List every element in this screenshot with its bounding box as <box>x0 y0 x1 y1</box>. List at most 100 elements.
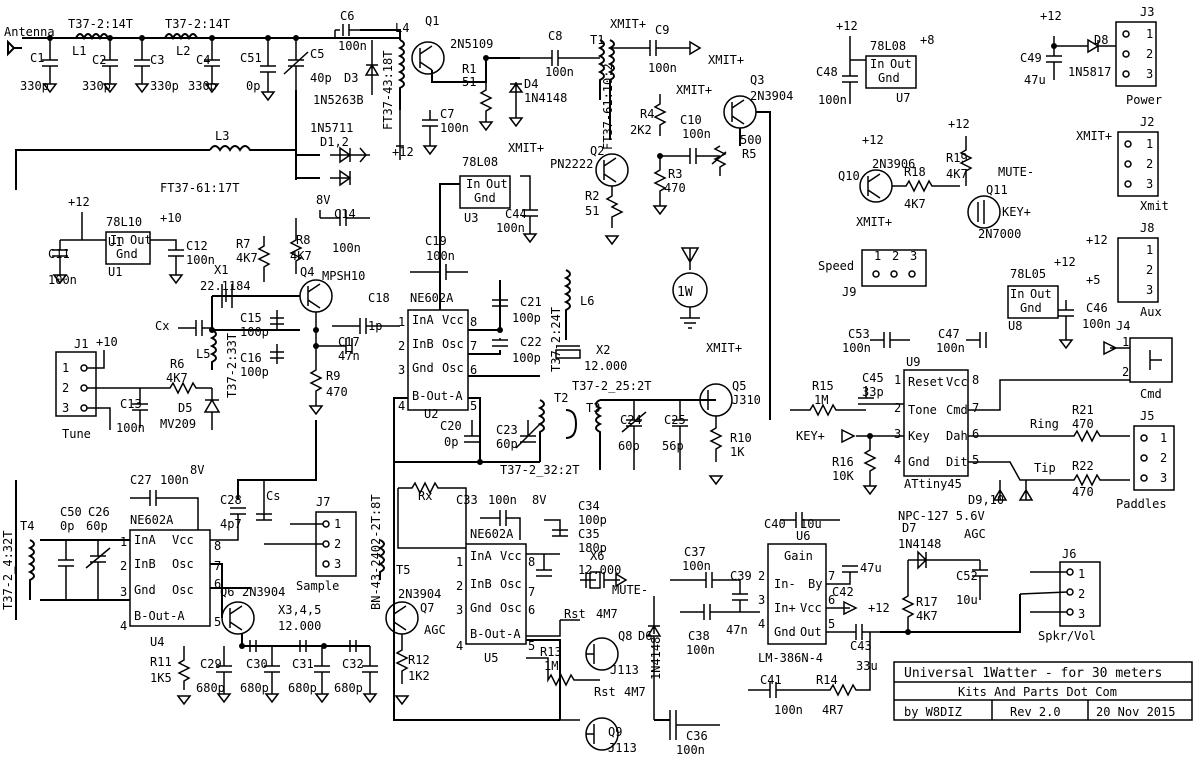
cap-c50 <box>58 540 74 600</box>
cap-c25 <box>672 400 688 470</box>
svg-text:Spkr/Vol: Spkr/Vol <box>1038 629 1096 643</box>
resistor-r4 <box>653 94 667 136</box>
svg-text:R5: R5 <box>742 147 756 161</box>
svg-text:2: 2 <box>456 579 463 593</box>
svg-text:R3: R3 <box>668 167 682 181</box>
svg-text:D6: D6 <box>638 629 652 643</box>
svg-text:47n: 47n <box>338 349 360 363</box>
cap-c51 <box>260 38 276 102</box>
svg-text:47u: 47u <box>860 561 882 575</box>
svg-text:100n: 100n <box>818 93 847 107</box>
resistor-r2 <box>604 186 624 246</box>
diode-d1 <box>330 146 370 164</box>
svg-text:In: In <box>110 233 124 247</box>
svg-text:Cmd: Cmd <box>946 403 968 417</box>
svg-text:InB: InB <box>134 557 156 571</box>
svg-text:2: 2 <box>892 249 899 263</box>
svg-text:XMIT+: XMIT+ <box>508 141 544 155</box>
resistor-r13 <box>526 657 600 687</box>
svg-text:Out: Out <box>130 233 152 247</box>
resistor-r3 <box>652 156 668 216</box>
svg-text:B-Out-A: B-Out-A <box>412 389 463 403</box>
svg-text:R8: R8 <box>296 233 310 247</box>
svg-text:T37-2:33T: T37-2:33T <box>225 333 239 398</box>
cap-c35 <box>536 554 552 577</box>
svg-text:2: 2 <box>1078 587 1085 601</box>
author-text: by W8DIZ <box>904 705 962 719</box>
svg-text:MV209: MV209 <box>160 417 196 431</box>
svg-text:R9: R9 <box>326 369 340 383</box>
inductor-l5 <box>209 329 217 370</box>
svg-text:R22: R22 <box>1072 459 1094 473</box>
svg-text:C45: C45 <box>862 371 884 385</box>
svg-text:C53: C53 <box>848 327 870 341</box>
svg-text:Gnd: Gnd <box>908 455 930 469</box>
svg-text:Cs: Cs <box>266 489 280 503</box>
diode-d7 <box>908 550 980 570</box>
resistor-r12 <box>394 634 410 706</box>
cap-c36 <box>669 710 720 740</box>
resistor-r10 <box>708 416 724 486</box>
svg-text:R18: R18 <box>904 165 926 179</box>
svg-text:3: 3 <box>1160 471 1167 485</box>
svg-text:100n: 100n <box>682 559 711 573</box>
svg-text:J7: J7 <box>316 495 330 509</box>
svg-text:BN-43-2402-2T:8T: BN-43-2402-2T:8T <box>369 494 383 610</box>
cap-c8 <box>520 50 600 66</box>
svg-text:R12: R12 <box>408 653 430 667</box>
svg-text:In-: In- <box>774 577 796 591</box>
svg-text:Reset: Reset <box>908 375 944 389</box>
resistor-r15 <box>790 403 866 417</box>
svg-text:In: In <box>466 177 480 191</box>
svg-text:2: 2 <box>1160 451 1167 465</box>
svg-text:C47: C47 <box>938 327 960 341</box>
svg-text:NE602A: NE602A <box>410 291 454 305</box>
cap-c29 <box>216 646 232 704</box>
transistor-q2 <box>595 153 629 187</box>
cap-c42 <box>826 565 858 585</box>
cap-c48 <box>842 36 866 104</box>
svg-text:1: 1 <box>1122 335 1129 349</box>
cap-cx <box>178 320 212 336</box>
svg-text:C37: C37 <box>684 545 706 559</box>
cap-c22 <box>492 338 508 347</box>
cap-c18 <box>332 318 400 334</box>
svg-text:1K: 1K <box>730 445 745 459</box>
svg-text:U7: U7 <box>896 91 910 105</box>
svg-text:MUTE-: MUTE- <box>998 165 1034 179</box>
svg-text:33p: 33p <box>862 385 884 399</box>
svg-text:3: 3 <box>894 427 901 441</box>
svg-text:33u: 33u <box>856 659 878 673</box>
svg-text:3: 3 <box>1078 607 1085 621</box>
inductor-l4 <box>397 39 405 110</box>
svg-text:1N5817: 1N5817 <box>1068 65 1111 79</box>
resistor-r17 <box>901 560 915 632</box>
svg-text:470: 470 <box>1072 417 1094 431</box>
svg-text:T1: T1 <box>590 33 604 47</box>
power-section: +12 C48 100n 78L08 In Out Gnd U7 +8 +12 … <box>816 5 1169 319</box>
svg-text:1N5711: 1N5711 <box>310 121 353 135</box>
svg-text:1: 1 <box>1160 431 1167 445</box>
svg-text:78L05: 78L05 <box>1010 267 1046 281</box>
connector-j5 <box>1133 425 1175 491</box>
svg-text:1p: 1p <box>368 319 382 333</box>
svg-text:1: 1 <box>456 555 463 569</box>
svg-text:L3: L3 <box>215 129 229 143</box>
svg-text:C49: C49 <box>1020 51 1042 65</box>
svg-text:L6: L6 <box>580 294 594 308</box>
svg-text:T4: T4 <box>20 519 34 533</box>
svg-text:R19: R19 <box>946 151 968 165</box>
svg-text:Out: Out <box>800 625 822 639</box>
connector-j1 <box>55 351 97 417</box>
svg-text:100n: 100n <box>686 643 715 657</box>
svg-text:U8: U8 <box>1008 319 1022 333</box>
svg-text:47n: 47n <box>726 623 748 637</box>
svg-text:100n: 100n <box>440 121 469 135</box>
svg-text:6: 6 <box>828 593 835 607</box>
svg-text:Q2: Q2 <box>590 144 604 158</box>
svg-text:+10: +10 <box>96 335 118 349</box>
cap-c2 <box>102 38 118 94</box>
svg-text:1K5: 1K5 <box>150 671 172 685</box>
svg-text:4K7: 4K7 <box>946 167 968 181</box>
